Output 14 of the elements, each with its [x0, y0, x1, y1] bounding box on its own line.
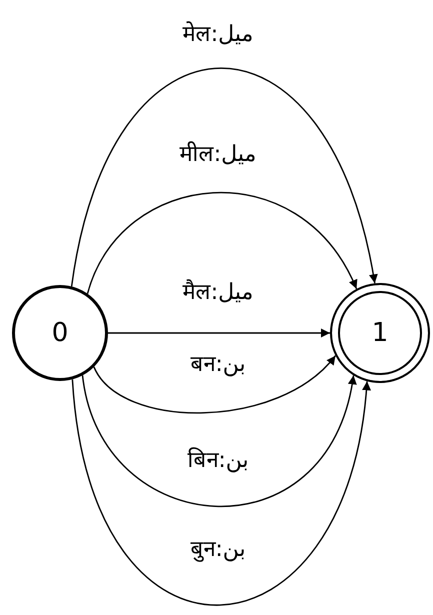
edge-label: मील:ميل [180, 142, 256, 168]
state-circle: 0 [12, 285, 108, 381]
arrow [93, 355, 336, 414]
edge-label: मेल:ميل [182, 22, 254, 48]
arrow [72, 379, 370, 606]
edge-label: बन:بن [190, 352, 246, 378]
arrow [108, 328, 330, 338]
arrow [70, 68, 378, 287]
accept-state-circle: 1 [330, 283, 430, 383]
edge-label: मैल:ميل [182, 280, 254, 306]
arrow [82, 375, 356, 507]
edge-label: बुन:بن [190, 537, 246, 564]
edge-label: बिन:بن [187, 448, 249, 474]
arrow [86, 192, 358, 294]
